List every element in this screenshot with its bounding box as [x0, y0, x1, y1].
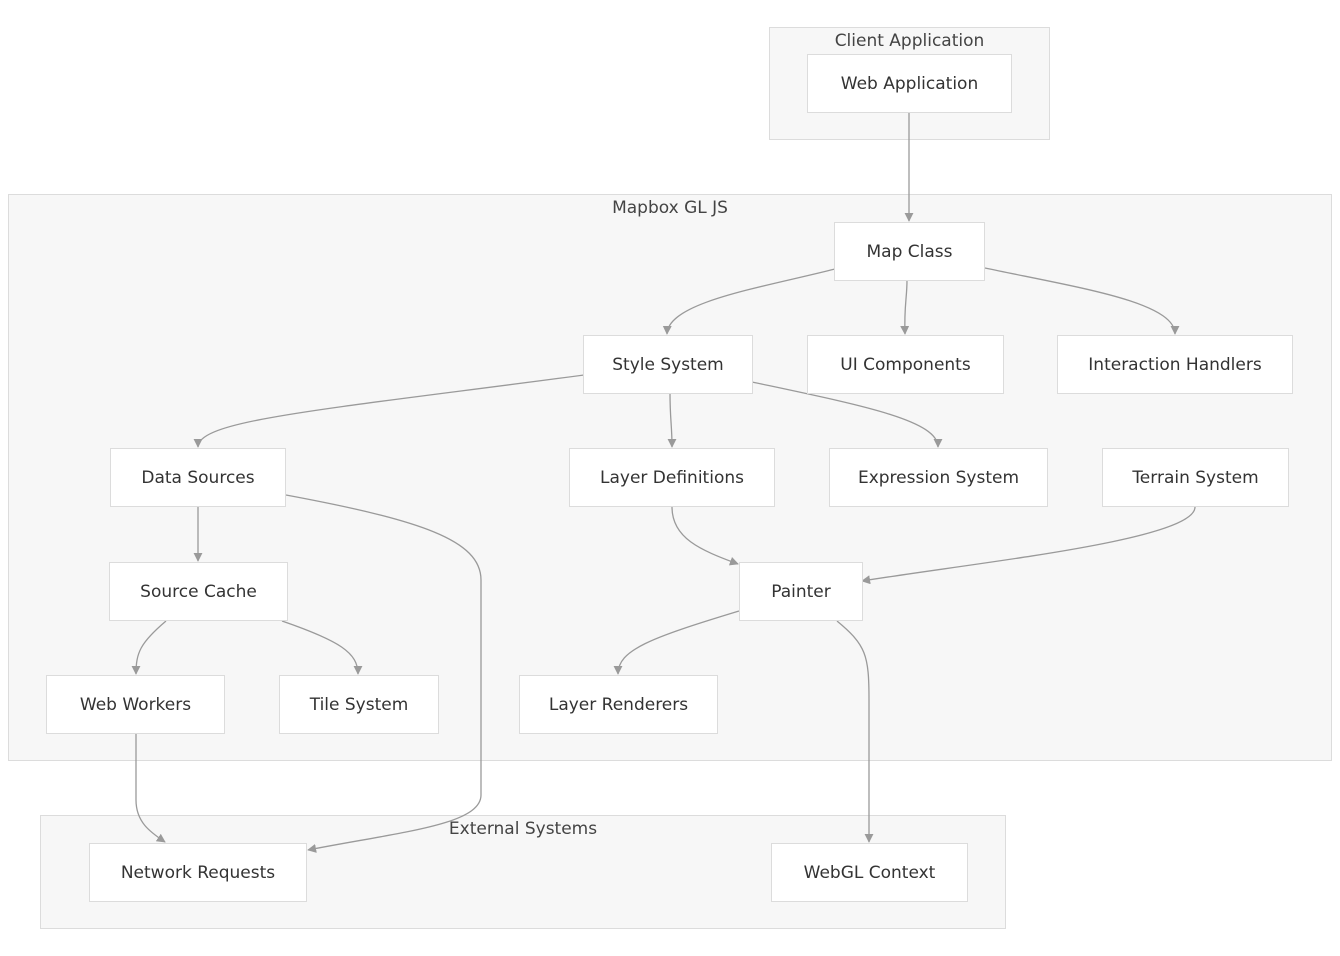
node-layer-renderers[interactable]: Layer Renderers [519, 675, 718, 734]
edge-painter-to-layer-renderers [613, 610, 740, 675]
edge-style-system-to-data-sources [193, 374, 585, 448]
node-map-class[interactable]: Map Class [834, 222, 985, 281]
node-tile-system[interactable]: Tile System [279, 675, 439, 734]
cluster-title-mapbox-gl-js: Mapbox GL JS [612, 198, 728, 218]
edge-map-class-to-style-system [662, 268, 836, 335]
edge-source-cache-to-web-workers [131, 620, 167, 675]
edge-map-class-to-ui-components [900, 279, 910, 335]
node-network-requests[interactable]: Network Requests [89, 843, 307, 902]
node-style-system[interactable]: Style System [583, 335, 753, 394]
node-data-sources[interactable]: Data Sources [110, 448, 286, 507]
edge-web-workers-to-network-requests [135, 734, 166, 843]
node-terrain-system[interactable]: Terrain System [1102, 448, 1289, 507]
node-layer-definitions[interactable]: Layer Definitions [569, 448, 775, 507]
node-painter[interactable]: Painter [739, 562, 863, 621]
node-expression-system[interactable]: Expression System [829, 448, 1048, 507]
edge-style-system-to-expression-system [751, 381, 943, 448]
node-ui-components[interactable]: UI Components [807, 335, 1004, 394]
cluster-title-external-systems: External Systems [448, 819, 598, 839]
edge-terrain-system-to-painter [861, 506, 1196, 585]
node-web-workers[interactable]: Web Workers [46, 675, 225, 734]
node-webgl-context[interactable]: WebGL Context [771, 843, 968, 902]
edge-map-class-to-interaction-handlers [984, 267, 1180, 335]
edge-painter-to-webgl-context [836, 620, 874, 843]
cluster-title-client-application: Client Application [834, 31, 985, 51]
edge-data-sources-to-network-requests [285, 494, 482, 853]
node-source-cache[interactable]: Source Cache [109, 562, 288, 621]
edge-layer-definitions-to-painter [671, 506, 739, 566]
node-interaction-handlers[interactable]: Interaction Handlers [1057, 335, 1293, 394]
edge-style-system-to-layer-definitions [667, 392, 677, 448]
node-web-application[interactable]: Web Application [807, 54, 1012, 113]
edge-source-cache-to-tile-system [281, 620, 363, 675]
